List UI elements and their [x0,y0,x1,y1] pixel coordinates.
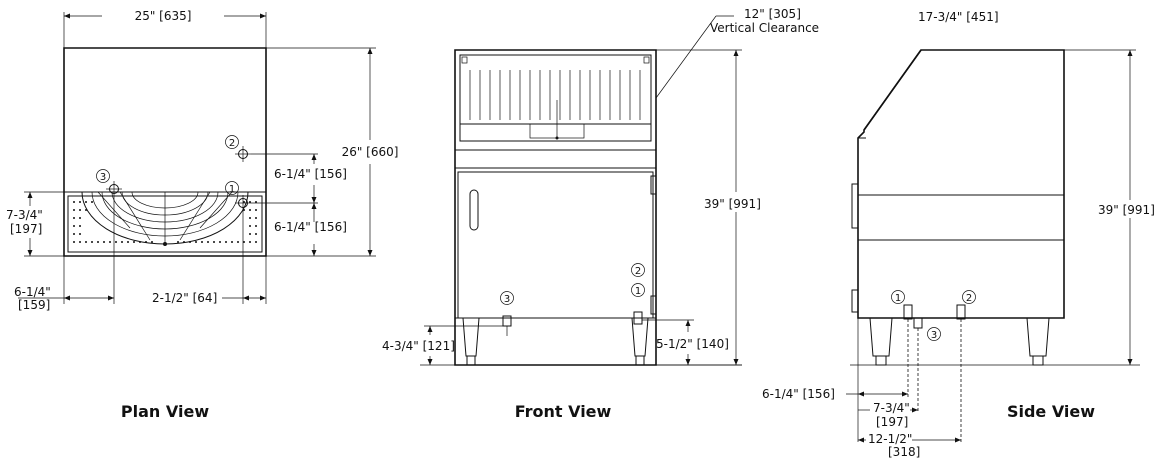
side-offset-b-2: [197] [876,415,908,429]
side-offset-c-1: 12-1/2" [868,432,912,446]
front-callout-1: 1 [635,286,641,297]
side-offset-a: 6-1/4" [156] [762,387,835,401]
front-drain-3: 3 [500,291,514,336]
plan-drain-1: 1 [225,181,251,211]
plan-drain-offset-lower: 6-1/4" [156] [274,220,347,234]
plan-ice-deflector [81,191,249,246]
side-view-title: Side View [1007,402,1095,421]
front-clearance-1: 12" [305] [744,7,801,21]
front-left-height: 4-3/4" [121] [382,339,455,353]
plan-width-label: 25" [635] [135,9,192,23]
side-callout-1: 1 [895,293,901,304]
front-ice-chute-frame [459,54,652,142]
side-leg-front [869,317,893,366]
plan-drain-2: 2 [225,135,251,162]
front-leg-right [631,317,649,366]
front-door-handle[interactable] [469,189,479,231]
plan-callout-2: 2 [229,138,235,149]
plan-left-offset-1: 6-1/4" [14,285,51,299]
plan-view: 25" [635] [6,9,398,421]
front-grill-slats [469,70,641,120]
plan-right-offset: 2-1/2" [64] [152,291,217,305]
front-callout-2: 2 [635,266,641,277]
side-door-handle [851,183,859,229]
plan-depth-label: 26" [660] [342,145,399,159]
plan-tray-perforations [73,201,257,243]
side-callout-3: 3 [931,330,937,341]
plan-left-offset-2: [159] [18,298,50,312]
front-drain-1-2: 2 1 [631,263,645,325]
front-callout-3: 3 [504,294,510,305]
plan-callout-3: 3 [100,172,106,183]
side-depth-label: 17-3/4" [451] [918,10,999,24]
front-view: 3 2 1 12" [305] Vertical Clearance 39" [… [382,7,819,421]
plan-left-depth-2: [197] [10,222,42,236]
side-offset-c-2: [318] [888,445,920,459]
plan-view-title: Plan View [121,402,209,421]
side-leg-rear [1026,317,1050,366]
front-leg-left [462,317,480,366]
side-view: 17-3/4" [451] 1 3 [762,10,1155,459]
side-callout-2: 2 [966,293,972,304]
plan-drain-3: 3 [96,169,122,197]
plan-drain-offset-upper: 6-1/4" [156] [274,167,347,181]
side-height-label: 39" [991] [1098,203,1155,217]
side-offset-b-1: 7-3/4" [873,401,910,415]
front-clearance-2: Vertical Clearance [710,21,819,35]
side-drain-1: 1 [891,290,913,320]
plan-left-depth-1: 7-3/4" [6,208,43,222]
front-view-title: Front View [515,402,612,421]
front-bin-door [457,171,654,319]
front-right-height: 5-1/2" [140] [656,337,729,351]
side-drain-2: 2 [956,290,976,320]
plan-callout-1: 1 [229,184,235,195]
front-height-label: 39" [991] [704,197,761,211]
